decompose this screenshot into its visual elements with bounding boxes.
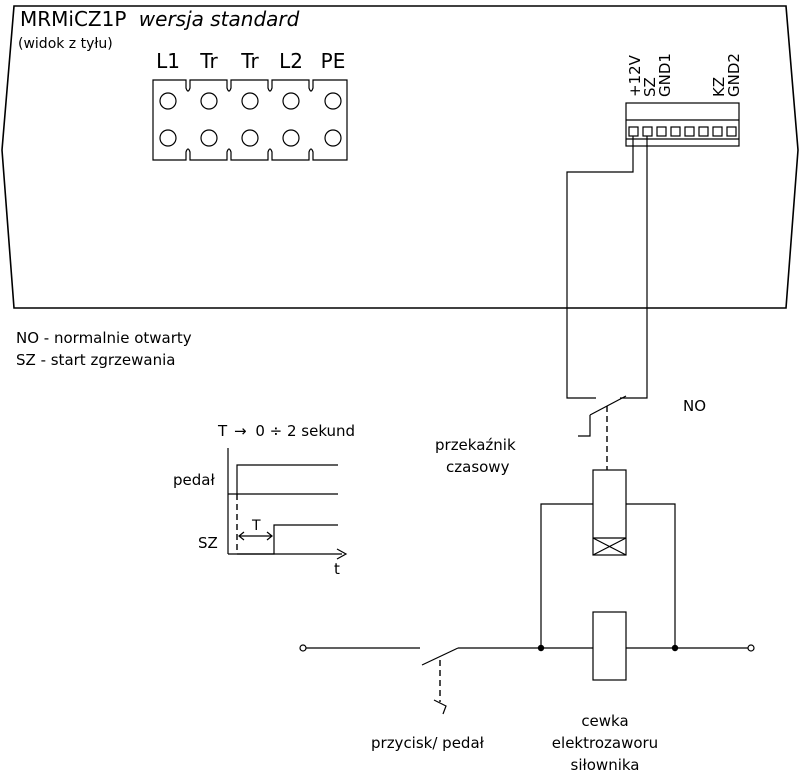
coil-label-line3: siłownika — [571, 756, 640, 774]
legend-no: NO - normalnie otwarty — [16, 329, 192, 347]
timing-title: T → 0 ÷ 2 sekund — [217, 422, 355, 440]
timing-axis-label: t — [334, 560, 340, 578]
pin-label-gnd2: GND2 — [725, 53, 743, 97]
pushbutton-actuator — [433, 699, 447, 715]
signal-connector — [625, 102, 740, 147]
terminal-screw — [241, 129, 259, 147]
terminal-screw — [324, 92, 342, 110]
coil-label-line2: elektrozaworu — [552, 734, 658, 752]
power-terminal-labels: L1 Tr Tr L2 PE — [156, 49, 345, 73]
junction-left — [537, 644, 545, 652]
junction-right — [671, 644, 679, 652]
connector-pin — [670, 126, 681, 137]
terminal-screw — [159, 129, 177, 147]
timing-title-t: T — [217, 422, 228, 440]
pushbutton-contact — [421, 647, 459, 666]
terminal-label-pe: PE — [321, 49, 346, 73]
power-terminal-block — [152, 79, 348, 161]
pin-label-gnd1: GND1 — [656, 53, 674, 97]
coil-label-line1: cewka — [581, 712, 628, 730]
timing-interval-label: T — [251, 518, 261, 534]
device-housing — [1, 5, 799, 309]
device-model: MRMiCZ1P — [20, 7, 126, 31]
button-label: przycisk/ pedał — [371, 734, 485, 752]
connector-pin-labels: +12V SZ GND1 KZ GND2 — [626, 53, 743, 97]
terminal-left — [299, 644, 307, 652]
terminal-screw — [159, 92, 177, 110]
relay-branch-right — [626, 503, 676, 648]
terminal-right — [747, 644, 755, 652]
terminal-screw — [200, 92, 218, 110]
pin-label-kz: KZ — [710, 77, 728, 97]
timing-title-range: 0 ÷ 2 sekund — [255, 422, 355, 440]
connector-pin — [628, 126, 639, 137]
device-view-note: (widok z tyłu) — [18, 36, 113, 52]
relay-label-line1: przekaźnik — [435, 436, 516, 454]
terminal-label-tr-1: Tr — [199, 49, 218, 73]
pin-label-12v: +12V — [626, 54, 644, 97]
connector-pin — [684, 126, 695, 137]
connector-pin — [698, 126, 709, 137]
connector-pin — [726, 126, 737, 137]
terminal-screw — [200, 129, 218, 147]
no-contact — [589, 395, 627, 416]
wire-12v — [566, 136, 634, 399]
terminal-screw — [241, 92, 259, 110]
connector-pin — [642, 126, 653, 137]
valve-coil — [592, 611, 627, 681]
contact-no-label: NO — [683, 397, 706, 415]
terminal-screw — [324, 129, 342, 147]
terminal-label-tr-2: Tr — [240, 49, 259, 73]
timing-row-sz: SZ — [198, 534, 218, 552]
terminal-label-l1: L1 — [156, 49, 180, 73]
legend-sz: SZ - start zgrzewania — [16, 351, 175, 369]
time-relay-coil — [592, 469, 627, 556]
relay-branch-left — [540, 503, 593, 648]
terminal-label-l2: L2 — [279, 49, 303, 73]
timing-title-arrow: → — [234, 422, 247, 440]
terminal-screw — [282, 129, 300, 147]
timing-diagram: T → 0 ÷ 2 sekund t pedał SZ T — [173, 422, 355, 578]
device-title: MRMiCZ1P wersja standard — [20, 7, 300, 31]
connector-pin — [656, 126, 667, 137]
wire-sz — [620, 136, 648, 399]
device-variant: wersja standard — [139, 7, 300, 31]
timing-row-pedal: pedał — [173, 471, 215, 489]
connector-pin — [712, 126, 723, 137]
pin-label-sz: SZ — [641, 77, 659, 97]
relay-label-line2: czasowy — [446, 458, 510, 476]
no-contact-hook — [578, 415, 591, 437]
terminal-screw — [282, 92, 300, 110]
